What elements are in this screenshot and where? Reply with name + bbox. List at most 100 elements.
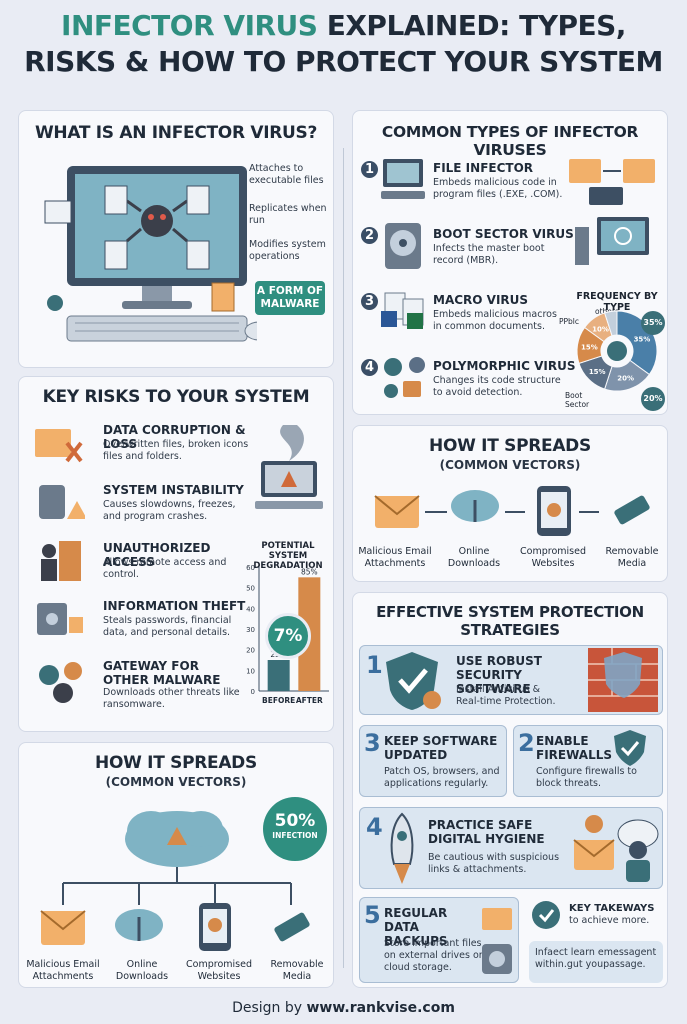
spread-left-downloads: Online Downloads: [115, 959, 169, 982]
computer-icon: [381, 159, 425, 199]
freq-badge-bottom: 20%: [641, 387, 665, 411]
protection-title: EFFECTIVE SYSTEM PROTECTION STRATEGIES: [376, 603, 644, 639]
spread-left-panel: HOW IT SPREADS (COMMON VECTORS) 50% INFE…: [18, 742, 334, 988]
risk-desc-1: Overwritten files, broken icons files an…: [103, 439, 249, 462]
bar-category-label: AFTER: [296, 696, 323, 705]
y-tick-label: 60: [246, 564, 255, 572]
chart-title: POTENTIAL SYSTEM DEGRADATION: [253, 541, 323, 571]
title-rest: EXPLAINED: TYPES,: [317, 9, 627, 42]
strategy-3-card: 3 KEEP SOFTWARE UPDATED Patch OS, browse…: [359, 725, 507, 797]
database-warning-icon: [39, 485, 85, 519]
takeaway-sub: to achieve more.: [569, 915, 650, 926]
malware-badge: A FORM OF MALWARE: [255, 281, 325, 315]
donut-virus-center: [607, 341, 627, 361]
risk-head-1: DATA CORRUPTION & LOSS: [103, 423, 246, 451]
spread-right-downloads: Online Downloads: [447, 546, 501, 569]
strategy-2-num: 2: [518, 729, 535, 757]
takeaway-block: KEY TAKEWAYS to achieve more.: [529, 897, 663, 937]
footer-link[interactable]: www.rankvise.com: [306, 1000, 455, 1016]
spread-right-icons: [374, 486, 650, 536]
risk-desc-3: Allows remote access and control.: [103, 557, 227, 580]
intruder-door-icon: [41, 541, 81, 581]
strategy-2-head: ENABLE FIREWALLS: [536, 734, 613, 762]
spread-right-email: Malicious Email Attachments: [358, 546, 432, 569]
spread-right-panel: HOW IT SPREADS (COMMON VECTORS) Maliciou…: [352, 425, 668, 582]
spread-left-sub: (COMMON VECTORS): [105, 775, 247, 789]
spread-left-email: Malicious Email Attachments: [26, 959, 100, 982]
malware-bugs-icon: [39, 662, 82, 703]
type-num-4: 4: [361, 359, 378, 376]
type-head-3: MACRO VIRUS: [433, 293, 529, 307]
strategy-3-num: 3: [364, 729, 381, 757]
footer-prefix: Design by: [232, 1000, 307, 1016]
what-title: WHAT IS AN INFECTOR VIRUS?: [34, 123, 318, 143]
strategy-4-num: 4: [366, 813, 383, 841]
type-head-2: BOOT SECTOR VIRUS: [433, 227, 574, 241]
donut-slice-label: 15%: [581, 344, 598, 352]
strategy-4-head: PRACTICE SAFE DIGITAL HYGIENE: [428, 818, 545, 846]
infection-badge: 50% INFECTION: [263, 797, 327, 861]
page-title: INFECTOR VIRUS EXPLAINED: TYPES, RISKS &…: [0, 8, 687, 80]
takeaway-head: KEY TAKEWAYS: [569, 903, 655, 914]
strategy-1-card: 1 USE ROBUST SECURITY SOFTWARE Install A…: [359, 645, 663, 715]
type-num-2: 2: [361, 227, 378, 244]
what-point-3: Modifies system operations: [249, 239, 326, 262]
risk-desc-5: Downloads other threats like ransomware.: [103, 687, 240, 710]
y-tick-label: 30: [246, 626, 255, 634]
risks-panel: KEY RISKS TO YOUR SYSTEM DATA CORRUPTION…: [18, 376, 334, 732]
strategy-1-head: USE ROBUST SECURITY SOFTWARE: [456, 654, 542, 696]
type-head-4: POLYMORPHIC VIRUS: [433, 359, 576, 373]
shield-firewall-icon: [614, 730, 646, 766]
risk-head-4: INFORMATION THEFT: [103, 599, 246, 613]
title-line2: RISKS & HOW TO PROTECT YOUR SYSTEM: [24, 45, 663, 78]
freq-label-boot: Boot Sector: [565, 391, 590, 409]
what-point-1: Attaches to executable files: [249, 163, 324, 186]
freq-title: FREQUENCY BY TYPE: [576, 291, 658, 313]
spread-left-media: Removable Media: [270, 959, 324, 982]
type-num-1: 1: [361, 161, 378, 178]
power-monitor-icon: [575, 217, 649, 265]
type-head-1: FILE INFECTOR: [433, 161, 534, 175]
risk-head-2: SYSTEM INSTABILITY: [103, 483, 244, 497]
strategy-5-card: 5 REGULAR DATA BACKUPS Store important f…: [359, 897, 519, 983]
donut-slice-label: 35%: [634, 335, 651, 343]
y-tick-label: 20: [246, 647, 255, 655]
folder-transfer-icon: [569, 159, 655, 205]
award-badge-icon: [532, 901, 560, 929]
hard-drive-icon: [385, 223, 421, 269]
shield-check-icon: [386, 652, 441, 710]
strategy-2-card: 2 ENABLE FIREWALLS Configure firewalls t…: [513, 725, 663, 797]
takeaway-note: Infaect learn emessagent within.gut youp…: [529, 941, 663, 983]
bar-category-label: BEFORE: [262, 696, 295, 705]
donut-slice-label: 15%: [589, 368, 606, 376]
strategy-1-num: 1: [366, 651, 383, 679]
y-tick-label: 40: [246, 605, 255, 613]
strategy-5-head: REGULAR DATA BACKUPS: [384, 906, 448, 948]
office-docs-icon: [381, 292, 424, 329]
spread-left-diagram: [40, 811, 310, 951]
rocket-icon: [390, 812, 414, 884]
y-tick-label: 10: [246, 667, 255, 675]
type-desc-4: Changes its code structure to avoid dete…: [433, 375, 561, 398]
strategy-2-desc: Configure firewalls to block threats.: [536, 766, 637, 789]
corrupted-folder-icon: [35, 429, 83, 463]
strategy-3-head: KEEP SOFTWARE UPDATED: [384, 734, 498, 762]
donut-slice-label: 20%: [617, 375, 634, 383]
strategy-4-desc: Be cautious with suspicious links & atta…: [428, 852, 560, 875]
strategy-5-num: 5: [364, 901, 381, 929]
risk-head-5: GATEWAY FOR OTHER MALWARE: [103, 659, 221, 687]
strategy-1-desc: Install Antivirus & Real-time Protection…: [456, 684, 556, 707]
risks-title: KEY RISKS TO YOUR SYSTEM: [42, 387, 310, 407]
types-title: COMMON TYPES OF INFECTOR VIRUSES: [381, 123, 639, 159]
burning-computer-icon: [255, 425, 323, 509]
types-panel: COMMON TYPES OF INFECTOR VIRUSES 1 FILE …: [352, 110, 668, 415]
y-tick-label: 50: [246, 585, 255, 593]
type-num-3: 3: [361, 293, 378, 310]
type-desc-2: Infects the master boot record (MBR).: [433, 243, 545, 266]
donut-slice: [604, 310, 618, 337]
footer-credit: Design by www.rankvise.com: [0, 1000, 687, 1016]
risk-desc-4: Steals passwords, financial data, and pe…: [103, 615, 232, 638]
column-divider: [343, 148, 344, 968]
spread-left-title: HOW IT SPREADS: [95, 753, 257, 773]
